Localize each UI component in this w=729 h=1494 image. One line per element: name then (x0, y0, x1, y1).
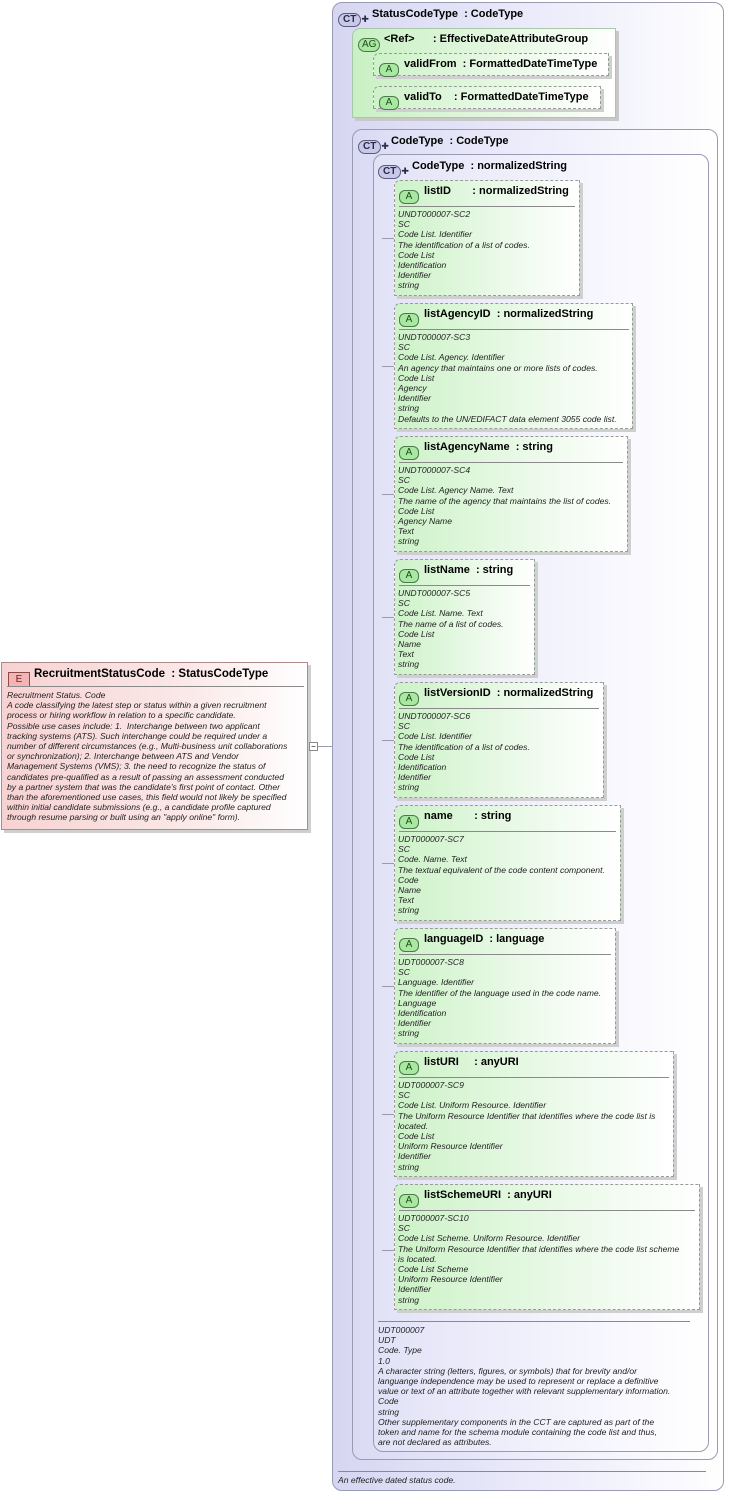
attribute-documentation: UDT000007-SC9 SC Code List. Uniform Reso… (398, 1080, 656, 1172)
status-code-type-separator (338, 1471, 706, 1472)
attribute-title: listName : string (424, 564, 514, 576)
connector-tick-list-agency-name (382, 494, 394, 495)
attribute-title: languageID : language (424, 933, 545, 945)
attribute-badge: A (399, 442, 419, 460)
code-type-inner-documentation: UDT000007 UDT Code. Type 1.0 A character… (378, 1325, 671, 1448)
attribute-badge: A (399, 565, 419, 583)
connector-tick-list-name (382, 617, 394, 618)
attribute-badge: A (379, 59, 399, 77)
code-type-title: CodeType : CodeType (391, 135, 509, 147)
attribute-separator (399, 708, 599, 709)
attribute-documentation: UNDT000007-SC3 SC Code List. Agency. Ide… (398, 332, 617, 424)
attribute-documentation: UDT000007-SC10 SC Code List Scheme. Unif… (398, 1213, 680, 1305)
connector-tick-list-scheme-uri (382, 1250, 394, 1251)
element-documentation: Recruitment Status. Code A code classify… (7, 690, 288, 823)
connector-tick-list-version-id (382, 740, 394, 741)
attribute-separator (399, 585, 530, 586)
attribute-title: listSchemeURI : anyURI (424, 1189, 552, 1201)
attribute-separator (399, 329, 629, 330)
connector-tick-list-uri (382, 1114, 394, 1115)
attribute-title: validTo : FormattedDateTimeType (404, 91, 589, 103)
attribute-documentation: UNDT000007-SC5 SC Code List. Name. Text … (398, 588, 504, 670)
collapse-toggle[interactable]: − (309, 742, 318, 751)
element-title: RecruitmentStatusCode : StatusCodeType (34, 668, 269, 680)
element-recruitment-status-code[interactable]: E RecruitmentStatusCode : StatusCodeType… (1, 662, 308, 830)
attribute-badge: A (399, 309, 419, 327)
attribute-badge: A (399, 1057, 419, 1075)
attribute-valid-to[interactable]: A validTo : FormattedDateTimeType (373, 86, 601, 110)
attribute-list-agency-id[interactable]: A listAgencyID : normalizedString UNDT00… (394, 303, 633, 429)
attribute-separator (399, 1210, 695, 1211)
attribute-title: name : string (424, 810, 512, 822)
attribute-language-id[interactable]: A languageID : language UDT000007-SC8 SC… (394, 928, 616, 1044)
attribute-documentation: UDT000007-SC8 SC Language. Identifier Th… (398, 957, 602, 1039)
element-badge: E (8, 669, 30, 687)
attribute-list-agency-name[interactable]: A listAgencyName : string UNDT000007-SC4… (394, 436, 628, 552)
code-type-inner-separator (378, 1321, 690, 1322)
expand-icon: ✚ (381, 141, 389, 151)
attribute-name[interactable]: A name : string UDT000007-SC7 SC Code. N… (394, 805, 621, 921)
attribute-badge: A (379, 92, 399, 110)
attribute-title: listAgencyName : string (424, 441, 553, 453)
attribute-separator (399, 206, 575, 207)
element-separator (7, 686, 304, 687)
expand-icon: ✚ (361, 14, 369, 24)
attribute-title: listAgencyID : normalizedString (424, 308, 594, 320)
attribute-badge: A (399, 688, 419, 706)
attribute-separator (399, 831, 616, 832)
status-code-type-badge: CT✚ (338, 9, 369, 27)
attribute-list-uri[interactable]: A listURI : anyURI UDT000007-SC9 SC Code… (394, 1051, 674, 1177)
attribute-title: listID : normalizedString (424, 185, 569, 197)
attribute-title: listURI : anyURI (424, 1056, 519, 1068)
attribute-documentation: UDT000007-SC7 SC Code. Name. Text The te… (398, 834, 605, 916)
attribute-title: listVersionID : normalizedString (424, 687, 594, 699)
code-type-inner-title: CodeType : normalizedString (412, 160, 568, 172)
attribute-documentation: UNDT000007-SC6 SC Code List. Identifier … (398, 711, 530, 793)
status-code-type-documentation: An effective dated status code. (338, 1475, 456, 1485)
connector-tick-name (382, 863, 394, 864)
attribute-badge: A (399, 811, 419, 829)
code-type-badge: CT✚ (358, 136, 389, 154)
attribute-separator (399, 462, 623, 463)
attribute-badge: A (399, 934, 419, 952)
attribute-documentation: UNDT000007-SC4 SC Code List. Agency Name… (398, 465, 612, 547)
attribute-group-title: <Ref> : EffectiveDateAttributeGroup (384, 33, 589, 45)
attribute-valid-from[interactable]: A validFrom : FormattedDateTimeType (373, 53, 609, 77)
attribute-group-badge: AG (358, 34, 381, 52)
attribute-list-id[interactable]: A listID : normalizedString UNDT000007-S… (394, 180, 580, 296)
attribute-title: validFrom : FormattedDateTimeType (404, 58, 598, 70)
code-type-inner-badge: CT✚ (378, 161, 409, 179)
attribute-separator (399, 954, 611, 955)
attribute-list-scheme-uri[interactable]: A listSchemeURI : anyURI UDT000007-SC10 … (394, 1184, 700, 1310)
connector-tick-list-id (382, 238, 394, 239)
status-code-type-title: StatusCodeType : CodeType (372, 8, 524, 20)
attribute-list-version-id[interactable]: A listVersionID : normalizedString UNDT0… (394, 682, 604, 798)
connector-tick-list-agency-id (382, 366, 394, 367)
connector-element-to-type (318, 746, 342, 747)
attribute-separator (399, 1077, 669, 1078)
connector-tick-language-id (382, 986, 394, 987)
expand-icon: ✚ (401, 166, 409, 176)
attribute-list-name[interactable]: A listName : string UNDT000007-SC5 SC Co… (394, 559, 535, 675)
attribute-badge: A (399, 186, 419, 204)
attribute-documentation: UNDT000007-SC2 SC Code List. Identifier … (398, 209, 530, 291)
attribute-badge: A (399, 1190, 419, 1208)
